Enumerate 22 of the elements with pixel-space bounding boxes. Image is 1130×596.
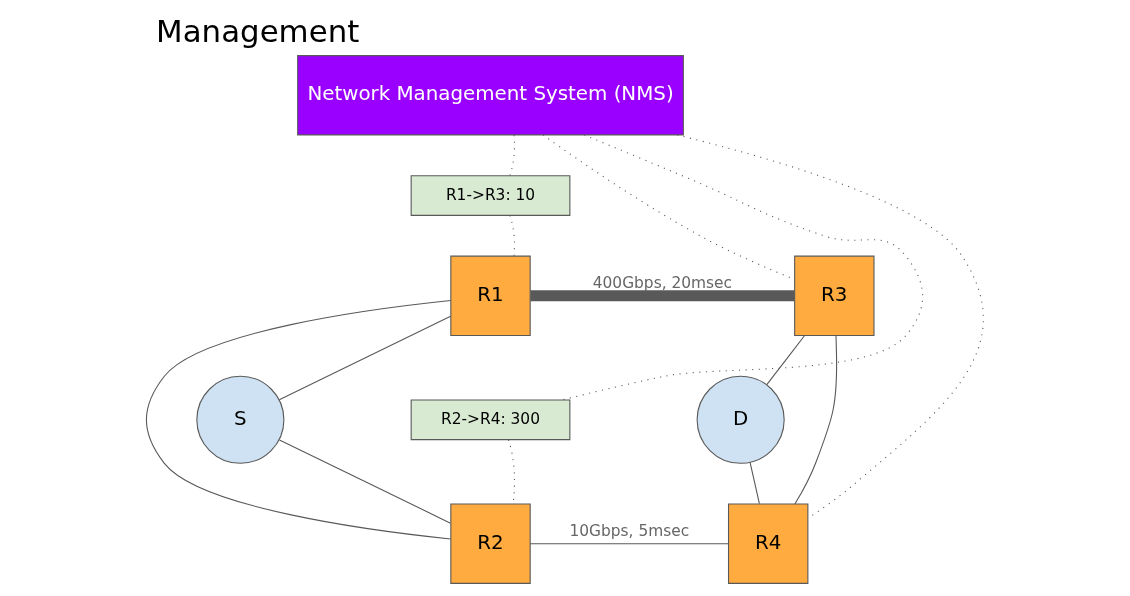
node-box: R4 [728, 503, 809, 584]
edge-label: 10Gbps, 5msec [569, 522, 690, 541]
node-circle: D [696, 375, 785, 464]
node-box: R2 [450, 503, 531, 584]
connector [530, 290, 795, 302]
connector [794, 334, 838, 505]
connector [749, 461, 760, 505]
node-box: R1->R3: 10 [410, 175, 571, 216]
node-box: R3 [794, 255, 875, 337]
node-box: R1 [450, 255, 531, 337]
connector [766, 335, 805, 386]
connector [562, 134, 924, 401]
diagram-title: Management [156, 12, 360, 49]
node-box: Network Management System (NMS) [297, 55, 684, 136]
node-circle: S [196, 375, 285, 464]
connector [676, 134, 984, 519]
connector [529, 543, 730, 545]
connector [278, 439, 451, 524]
edge-label: 400Gbps, 20msec [592, 274, 733, 293]
connector [278, 315, 452, 401]
node-box: R2->R4: 300 [410, 399, 571, 441]
connector [145, 300, 452, 540]
